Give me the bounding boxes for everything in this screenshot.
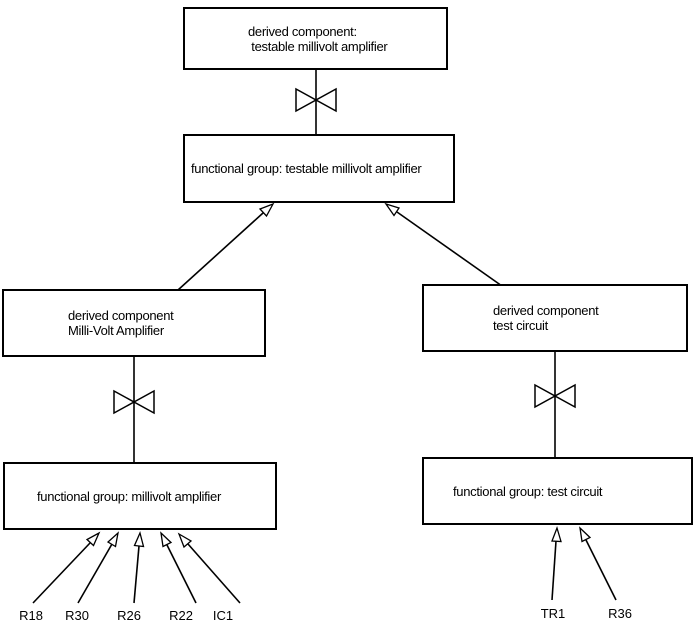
node-text-line: derived component	[68, 308, 174, 323]
arrow-shaft	[177, 212, 264, 291]
node-text-line: functional group: millivolt amplifier	[37, 488, 221, 504]
node-functional-group-test-circuit: functional group: test circuit	[422, 457, 693, 525]
node-text-line: Milli-Volt Amplifier	[68, 323, 164, 338]
arrow-ic1-to-fg-left	[177, 532, 241, 604]
arrow-derived-right-to-fg-top	[384, 202, 503, 287]
arrow-r36-to-fg-right	[579, 526, 617, 601]
link-derived-top-to-fg-top	[295, 70, 337, 134]
arrow-r22-to-fg-left	[160, 531, 197, 604]
arrow-shaft	[396, 211, 503, 287]
arrowhead-icon	[106, 531, 119, 548]
component-label-r36: R36	[608, 606, 632, 621]
arrow-shaft	[77, 543, 113, 604]
arrowhead-icon	[579, 526, 592, 543]
arrow-r18-to-fg-left	[32, 531, 101, 604]
arrowhead-icon	[551, 525, 562, 543]
arrow-r30-to-fg-left	[77, 531, 119, 604]
arrowhead-icon	[133, 531, 145, 548]
arrow-derived-left-to-fg-top	[177, 202, 275, 291]
component-label-r30: R30	[65, 608, 89, 623]
bowtie-icon	[113, 389, 155, 415]
component-label-r22: R22	[169, 608, 193, 623]
arrow-tr1-to-fg-right	[551, 525, 562, 601]
bowtie-right-triangle	[553, 383, 576, 409]
node-functional-group-millivolt-amplifier: functional group: millivolt amplifier	[3, 462, 277, 530]
bowtie-left-triangle	[295, 87, 318, 113]
arrow-r26-to-fg-left	[133, 531, 145, 604]
arrowhead-icon	[384, 202, 401, 217]
node-text-line: test circuit	[493, 318, 548, 333]
arrow-shaft	[32, 542, 91, 604]
bowtie-icon	[295, 87, 337, 113]
arrowhead-icon	[160, 531, 173, 548]
arrowhead-icon	[258, 202, 275, 218]
node-functional-group-testable-millivolt-amplifier: functional group: testable millivolt amp…	[183, 134, 455, 203]
bowtie-left-triangle	[113, 389, 136, 415]
arrow-shaft	[166, 544, 197, 604]
node-derived-component-milli-volt-amplifier: derived component Milli-Volt Amplifier	[2, 289, 266, 357]
node-derived-component-testable-millivolt-amplifier: derived component: testable millivolt am…	[183, 7, 448, 70]
node-text-line: functional group: test circuit	[453, 483, 603, 499]
node-text-line: functional group: testable millivolt amp…	[191, 161, 422, 176]
node-text-line: testable millivolt amplifier	[248, 38, 388, 54]
component-label-r26: R26	[117, 608, 141, 623]
arrow-shaft	[133, 545, 140, 604]
bowtie-icon	[534, 383, 576, 409]
link-derived-left-to-fg-left	[113, 357, 155, 462]
component-label-ic1: IC1	[212, 608, 234, 623]
arrowhead-icon	[177, 532, 193, 549]
arrow-shaft	[585, 539, 617, 601]
arrow-shaft	[551, 540, 557, 601]
node-text-line: derived component	[493, 303, 599, 318]
arrowhead-icon	[85, 531, 101, 547]
component-label-tr1: TR1	[540, 606, 566, 621]
node-derived-component-test-circuit: derived component test circuit	[422, 284, 688, 352]
arrow-shaft	[187, 543, 241, 604]
bowtie-right-triangle	[314, 87, 337, 113]
node-text-line: derived component:	[248, 23, 357, 39]
link-derived-right-to-fg-right	[534, 352, 576, 457]
component-label-r18: R18	[19, 608, 43, 623]
bowtie-left-triangle	[534, 383, 557, 409]
bowtie-right-triangle	[132, 389, 155, 415]
